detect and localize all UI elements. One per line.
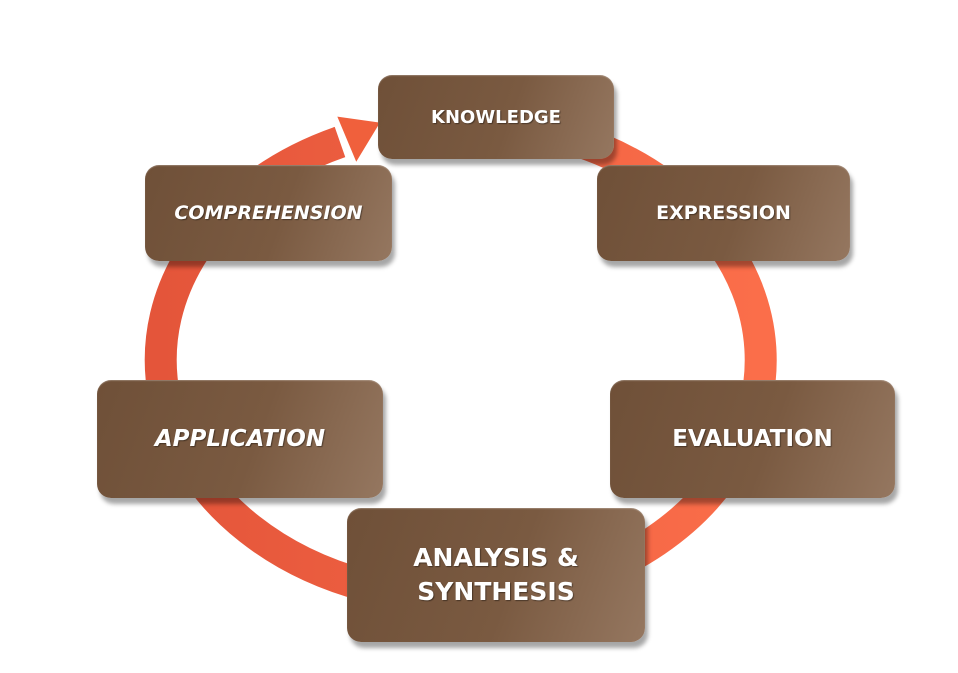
stage-knowledge: KNOWLEDGE — [378, 75, 614, 159]
stage-evaluation: EVALUATION — [610, 380, 895, 498]
stage-label-line1: ANALYSIS & — [413, 543, 579, 573]
stage-label: EXPRESSION — [656, 202, 791, 224]
stage-application: APPLICATION — [97, 380, 383, 498]
stage-expression: EXPRESSION — [597, 165, 850, 261]
arrowhead-icon — [337, 116, 380, 162]
stage-label: KNOWLEDGE — [431, 106, 561, 128]
stage-label: EVALUATION — [672, 426, 833, 452]
stage-label-line2: SYNTHESIS — [417, 577, 575, 606]
stage-label: APPLICATION — [154, 426, 326, 452]
stage-analysis-synthesis: ANALYSIS & SYNTHESIS — [347, 508, 645, 642]
stage-label: COMPREHENSION — [174, 202, 363, 224]
stage-comprehension: COMPREHENSION — [145, 165, 392, 261]
